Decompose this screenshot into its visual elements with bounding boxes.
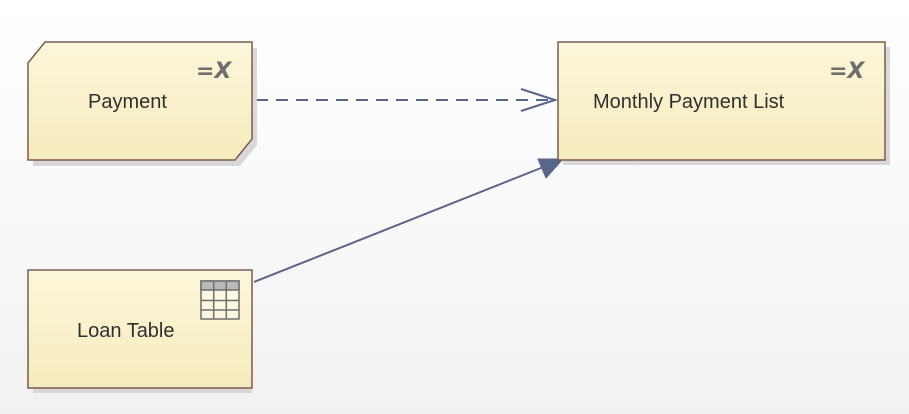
artifact-badge-icon: =X — [829, 59, 865, 84]
edge-loan-table-to-monthly-payment-list[interactable] — [253, 158, 565, 283]
node-label: Payment — [88, 91, 167, 113]
node-label: Monthly Payment List — [593, 91, 785, 113]
node-loan-table[interactable]: Loan Table — [27, 269, 253, 393]
node-payment[interactable]: Payment =X — [27, 41, 257, 166]
open-arrowhead-icon — [520, 88, 559, 112]
node-body — [27, 41, 253, 161]
node-body — [557, 41, 886, 161]
artifact-badge-icon: =X — [196, 59, 232, 84]
table-icon — [200, 280, 240, 320]
node-monthly-payment-list[interactable]: Monthly Payment List =X — [557, 41, 890, 165]
edge-payment-to-monthly-payment-list[interactable] — [256, 88, 559, 112]
solid-association-line — [253, 165, 547, 283]
node-label: Loan Table — [77, 320, 175, 342]
filled-triangle-arrowhead-icon — [537, 158, 565, 179]
